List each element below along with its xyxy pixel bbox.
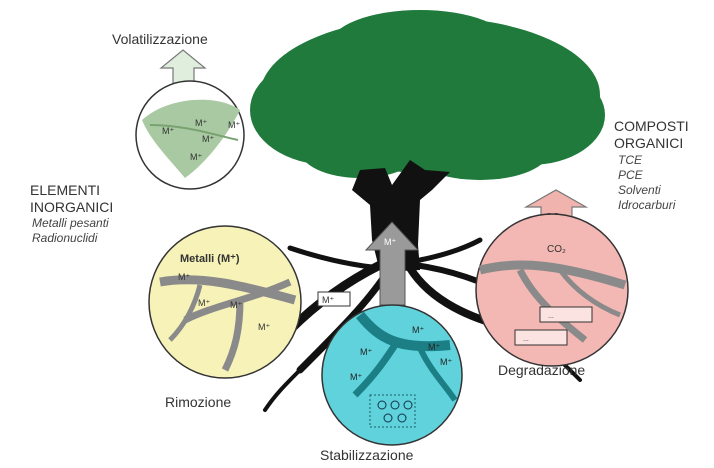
stab-ion-5: M⁺: [350, 372, 362, 382]
co2-circle-label: CO₂: [547, 244, 566, 255]
inorganic-title-line-1: ELEMENTI: [30, 182, 113, 199]
organic-item: PCE: [618, 168, 675, 183]
stab-ion-2: M⁺: [360, 347, 372, 357]
organic-item: Solventi: [618, 183, 675, 198]
metals-ion-3: M⁺: [230, 300, 242, 310]
degradation-box-2: ...: [523, 336, 529, 343]
leaf-ion-1: M⁺: [162, 126, 174, 136]
organic-title-line-1: COMPOSTI: [614, 118, 689, 135]
stabilization-circle: [322, 305, 462, 445]
inorganic-title-line-2: INORGANICI: [30, 199, 113, 216]
removal-label: Rimozione: [165, 394, 231, 410]
metals-label: Metalli (M⁺): [180, 253, 240, 265]
organic-item: TCE: [618, 153, 675, 168]
leaf-ion-5: M⁺: [190, 152, 202, 162]
leaf-ion-4: M⁺: [228, 120, 240, 130]
uptake-ion-label: M⁺: [384, 237, 396, 247]
metals-ion-1: M⁺: [178, 272, 190, 282]
organic-list: TCE PCE Solventi Idrocarburi: [618, 153, 675, 213]
metals-ion-2: M⁺: [198, 298, 210, 308]
degradation-label: Degradazione: [498, 362, 585, 378]
stabilization-label: Stabilizzazione: [320, 447, 413, 463]
stab-ion-3: M⁺: [428, 342, 440, 352]
leaf-circle: [136, 81, 244, 189]
degradation-circle: [476, 214, 628, 366]
svg-text:M⁺: M⁺: [384, 237, 396, 247]
organic-title: COMPOSTI ORGANICI: [614, 118, 689, 152]
leaf-ion-2: M⁺: [195, 118, 207, 128]
inorganic-item: Metalli pesanti: [32, 216, 109, 231]
inorganic-list: Metalli pesanti Radionuclidi: [32, 216, 109, 246]
tree-canopy: [250, 10, 605, 180]
organic-item: Idrocarburi: [618, 198, 675, 213]
root-ion-label: M⁺: [322, 295, 334, 305]
stab-ion-1: M⁺: [412, 325, 424, 335]
inorganic-title: ELEMENTI INORGANICI: [30, 182, 113, 216]
stab-ion-4: M⁺: [440, 357, 452, 367]
volatilization-label: Volatilizzazione: [112, 31, 208, 47]
metals-circle: [149, 226, 301, 378]
degradation-box-1: ...: [548, 313, 554, 320]
metals-ion-4: M⁺: [258, 322, 270, 332]
inorganic-item: Radionuclidi: [32, 231, 109, 246]
leaf-ion-3: M⁺: [202, 134, 214, 144]
organic-title-line-2: ORGANICI: [614, 135, 689, 152]
